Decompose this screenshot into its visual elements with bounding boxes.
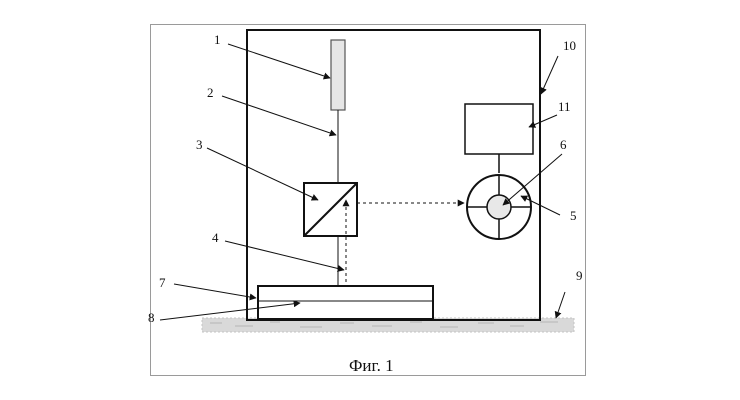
figure-caption: Фиг. 1 (349, 356, 394, 375)
leader-lines (159, 43, 566, 321)
detector-center (486, 194, 512, 220)
callout-8: 8 (148, 310, 155, 325)
callout-11: 11 (558, 99, 571, 114)
processing-unit (464, 103, 534, 155)
beam-splitter (303, 182, 358, 237)
sample-holder (257, 285, 434, 320)
callout-1: 1 (214, 32, 221, 47)
callout-5: 5 (570, 208, 577, 223)
detector (466, 174, 532, 240)
light-source (330, 39, 346, 111)
callout-9: 9 (576, 268, 583, 283)
callout-7: 7 (159, 275, 166, 290)
callout-6: 6 (560, 137, 567, 152)
callout-4: 4 (212, 230, 219, 245)
callout-10: 10 (563, 38, 576, 53)
callout-3: 3 (196, 137, 203, 152)
callout-2: 2 (207, 85, 214, 100)
